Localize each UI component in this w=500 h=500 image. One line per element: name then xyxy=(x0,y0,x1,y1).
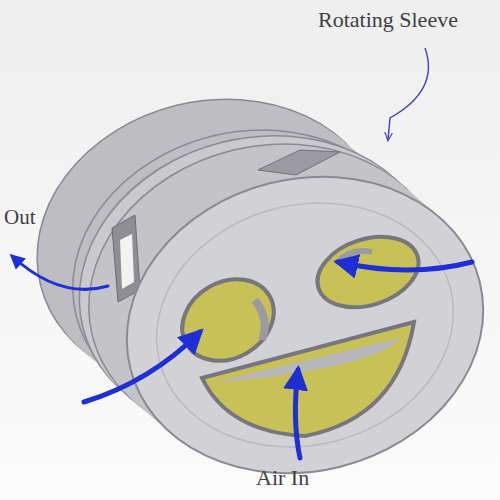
leader-line xyxy=(388,48,428,140)
outlet-slot xyxy=(112,215,140,302)
part-label: Rotating Sleeve xyxy=(318,8,458,32)
outlet-slot-opening xyxy=(120,234,134,289)
front-face xyxy=(95,140,500,500)
port-label: Air In xyxy=(256,466,309,490)
body-section xyxy=(95,140,500,500)
cylinder-body xyxy=(6,63,500,500)
port-label: Out xyxy=(4,206,36,229)
sleeve-slot xyxy=(258,150,340,175)
flow-arrows xyxy=(12,256,472,458)
